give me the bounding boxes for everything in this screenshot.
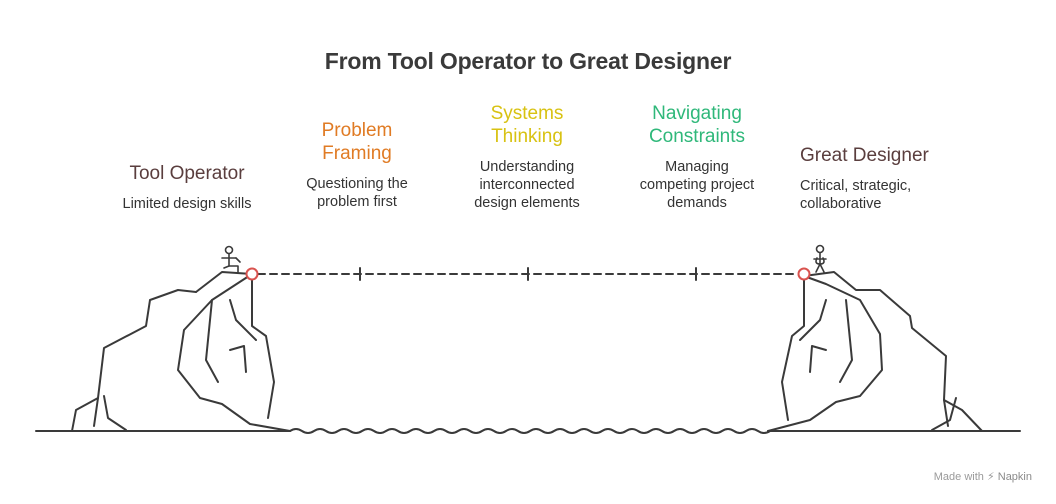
stage-description: Limited design skills [122, 196, 252, 212]
made-with-napkin-badge[interactable]: Made with ⚡︎ Napkin [934, 470, 1032, 483]
stage-systems-thinking: Systems Thinking Understanding interconn… [447, 102, 607, 212]
stage-problem-framing: Problem Framing Questioning the problem … [272, 119, 442, 211]
stage-navigating-constraints: Navigating Constraints Managing competin… [612, 102, 782, 212]
made-with-label: Made with [933, 471, 984, 483]
person-figure-right [813, 244, 827, 273]
stage-title: Systems Thinking [490, 103, 564, 147]
stage-description: Understanding interconnected design elem… [474, 159, 580, 211]
napkin-brand-label: Napkin [997, 471, 1032, 483]
stage-tool-operator: Tool Operator Limited design skills [92, 162, 282, 213]
stage-title: Problem Framing [321, 120, 393, 164]
stage-title: Great Designer [800, 145, 929, 166]
right-cliff [767, 271, 983, 432]
stage-description: Managing competing project demands [639, 159, 755, 211]
stage-title: Navigating Constraints [648, 103, 746, 147]
left-cliff [71, 271, 291, 432]
stage-description: Critical, strategic, collaborative [800, 178, 912, 212]
stage-description: Questioning the problem first [306, 176, 408, 210]
person-figure-left [221, 245, 241, 273]
stage-great-designer: Great Designer Critical, strategic, coll… [800, 144, 970, 213]
napkin-logo-icon: ⚡︎ [986, 471, 995, 483]
stage-title: Tool Operator [129, 163, 245, 184]
water-waves [289, 428, 771, 434]
start-marker [245, 267, 259, 281]
page-title: From Tool Operator to Great Designer [324, 48, 732, 74]
end-marker [797, 267, 811, 281]
